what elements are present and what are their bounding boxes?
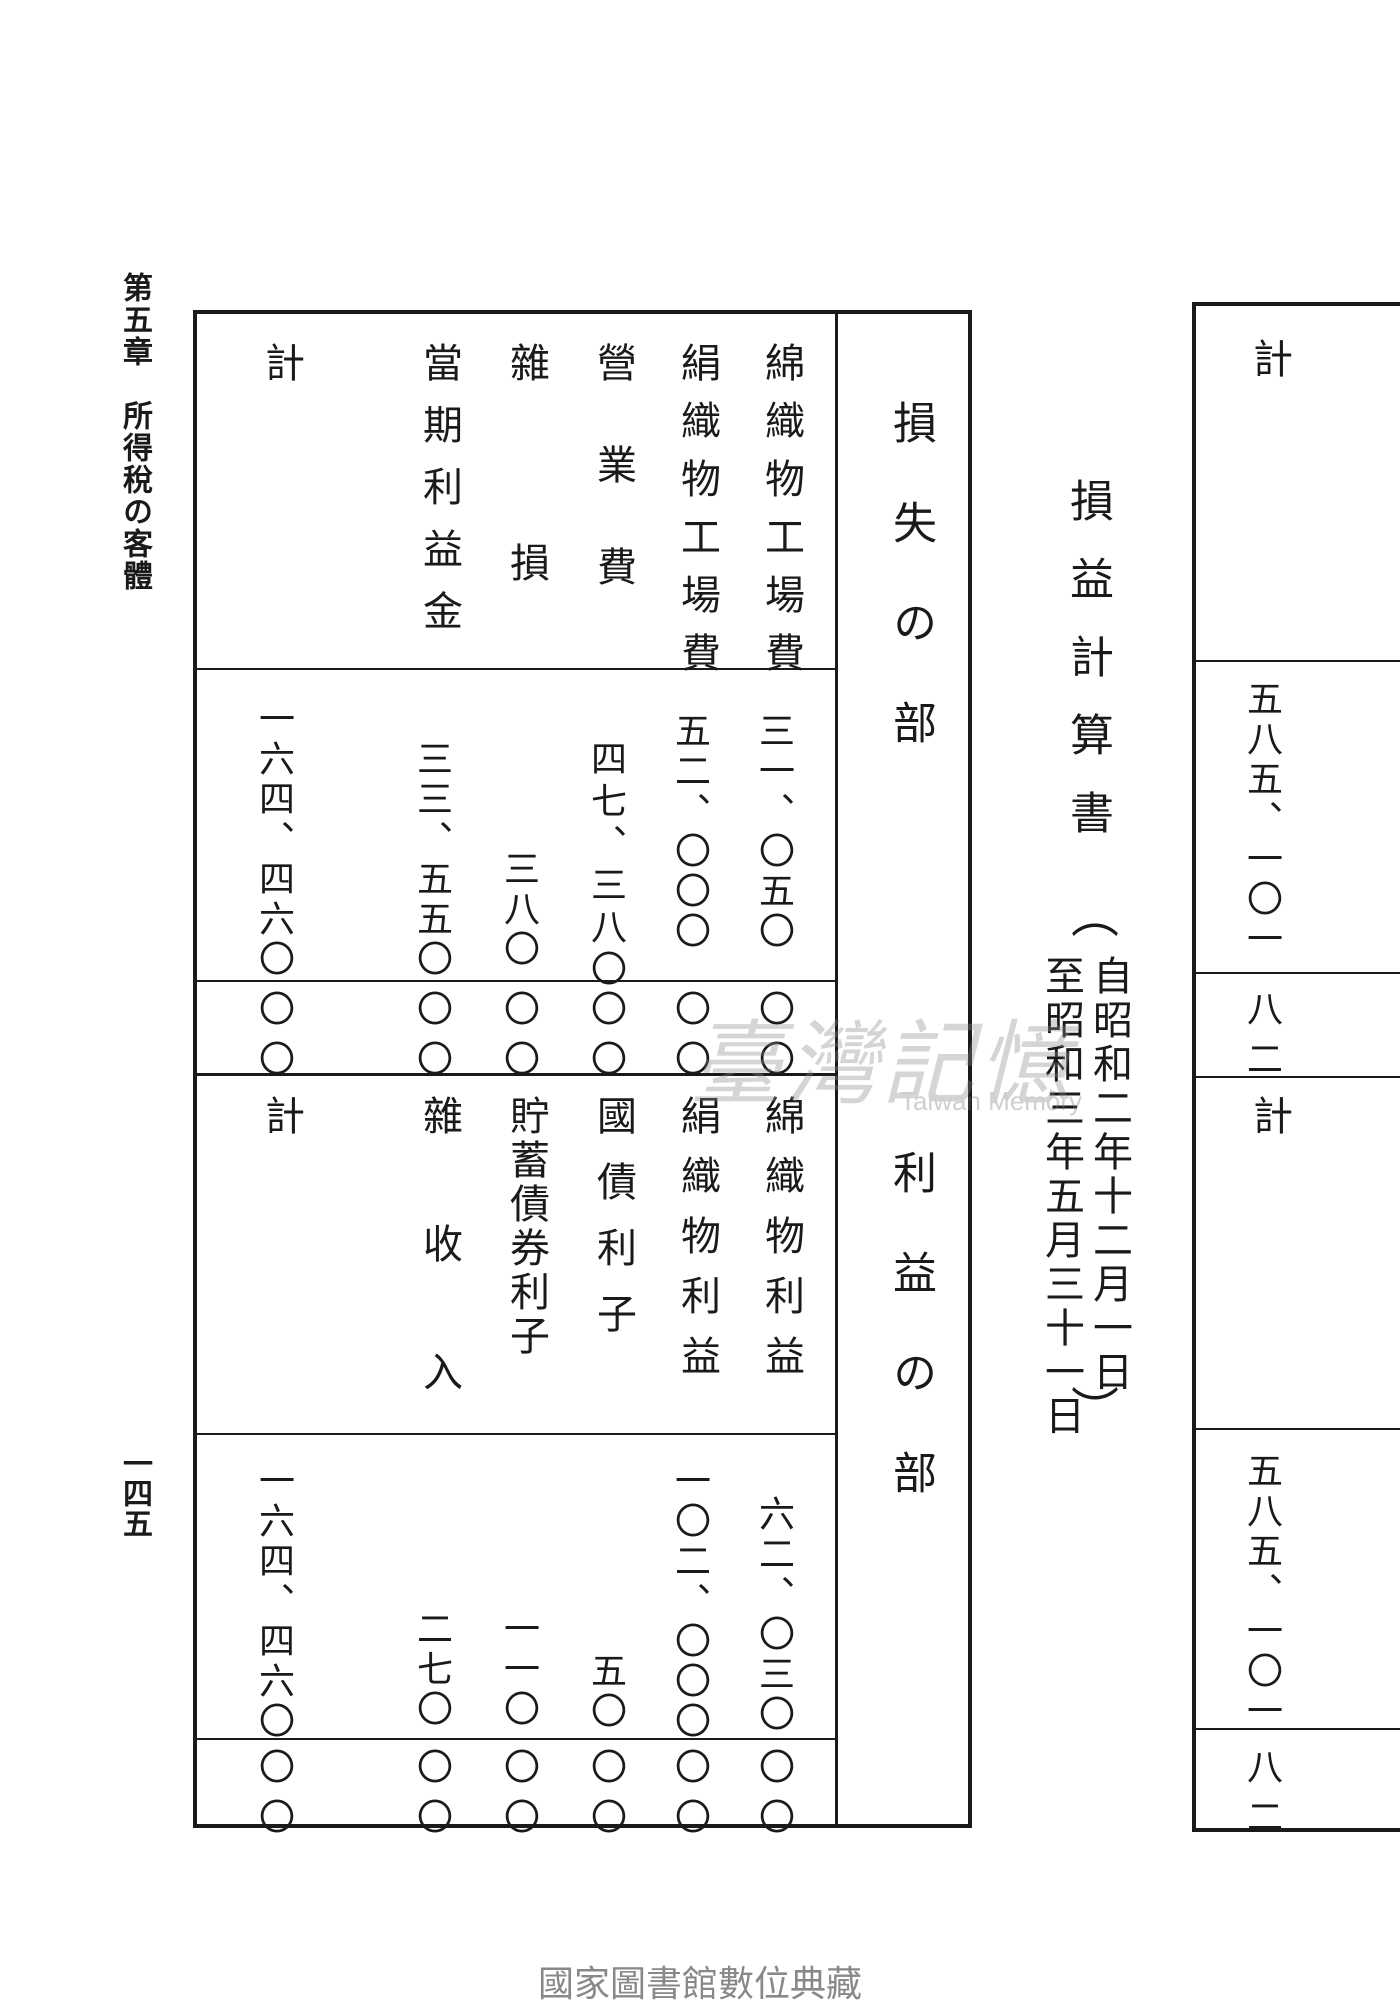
- profit-row-label: 雜收入: [416, 1095, 462, 1479]
- profit-row-label: 綿織物利益: [758, 1095, 804, 1395]
- loss-sen-rule: [197, 980, 835, 982]
- profit-row-label: 貯蓄債券利子: [503, 1095, 549, 1359]
- loss-row-label: 綿織物工場費: [758, 342, 804, 690]
- loss-row-label: 雜損: [503, 342, 549, 742]
- page-number: 一四五: [117, 1448, 152, 1538]
- period-open-paren: （: [1062, 890, 1118, 938]
- fragment-bottom-yen: 五八五、一〇一: [1241, 1452, 1282, 1732]
- profit-row-label: 國債利子: [590, 1095, 636, 1359]
- loss-row-sen: 〇〇: [753, 990, 794, 1090]
- fragment-rule: [1196, 1728, 1400, 1730]
- period-to: 至昭和三年五月三十一日: [1038, 955, 1084, 1439]
- fragment-top-border: [1192, 302, 1400, 306]
- profit-total-sen: 〇〇: [253, 1748, 294, 1848]
- fragment-top-yen: 五八五、一〇一: [1241, 680, 1282, 960]
- fragment-top-sen: 八二: [1241, 990, 1282, 1090]
- profit-row-yen: 五〇: [585, 1652, 626, 1732]
- fragment-rule: [1196, 972, 1400, 974]
- loss-total-sen: 〇〇: [253, 990, 294, 1090]
- profit-label-rule: [197, 1433, 835, 1435]
- profit-row-sen: 〇〇: [585, 1748, 626, 1848]
- loss-row-sen: 〇〇: [585, 990, 626, 1090]
- fragment-bottom-border: [1192, 1828, 1400, 1832]
- loss-row-sen: 〇〇: [669, 990, 710, 1090]
- loss-row-label: 當期利益金: [416, 342, 462, 652]
- ledger-table: [193, 310, 972, 1828]
- loss-section-header: 損失の部: [885, 400, 936, 800]
- loss-row-yen: 三八〇: [498, 850, 539, 970]
- profit-row-yen: 六二、〇三〇: [753, 1495, 794, 1735]
- loss-row-yen: 三一、〇五〇: [753, 712, 794, 952]
- profit-total-yen: 一六四、四六〇: [253, 1462, 294, 1742]
- loss-row-yen: 三三、五五〇: [411, 740, 452, 980]
- fragment-rule: [1196, 1076, 1400, 1078]
- fragment-left-border: [1192, 302, 1196, 1832]
- profit-row-label: 絹織物利益: [674, 1095, 720, 1395]
- period-from: 自昭和二年十二月一日: [1086, 955, 1132, 1395]
- fragment-rule: [1196, 1428, 1400, 1430]
- loss-row-label: 營業費: [590, 342, 636, 648]
- fragment-rule: [1196, 660, 1400, 662]
- fragment-top-label: 計: [1246, 338, 1292, 396]
- loss-total-yen: 一六四、四六〇: [253, 700, 294, 980]
- period-close-paren: ）: [1062, 1385, 1118, 1433]
- profit-sen-rule: [197, 1738, 835, 1740]
- profit-row-yen: 一一〇: [498, 1610, 539, 1730]
- profit-total-label: 計: [258, 1095, 304, 1153]
- loss-label-rule: [197, 668, 835, 670]
- archive-footer: 國家圖書館數位典藏: [537, 1964, 862, 2005]
- profit-row-sen: 〇〇: [498, 1748, 539, 1848]
- running-head: 第五章 所得稅の客體: [117, 272, 152, 592]
- loss-row-yen: 四七、三八〇: [585, 740, 626, 992]
- loss-row-label: 絹織物工場費: [674, 342, 720, 690]
- profit-section-header: 利益の部: [885, 1150, 936, 1550]
- fragment-bottom-label: 計: [1246, 1095, 1292, 1153]
- loss-total-label: 計: [258, 342, 304, 400]
- loss-row-yen: 五二、〇〇〇: [669, 712, 710, 952]
- header-column-rule: [835, 314, 838, 1824]
- profit-row-sen: 〇〇: [669, 1748, 710, 1848]
- section-divider-rule: [197, 1073, 835, 1076]
- statement-title: 損益計算書: [1062, 478, 1113, 868]
- fragment-bottom-sen: 八二: [1241, 1748, 1282, 1848]
- loss-row-sen: 〇〇: [498, 990, 539, 1090]
- profit-row-yen: 二七〇: [411, 1610, 452, 1730]
- loss-row-sen: 〇〇: [411, 990, 452, 1090]
- profit-row-sen: 〇〇: [753, 1748, 794, 1848]
- profit-row-sen: 〇〇: [411, 1748, 452, 1848]
- profit-row-yen: 一〇二、〇〇〇: [669, 1462, 710, 1742]
